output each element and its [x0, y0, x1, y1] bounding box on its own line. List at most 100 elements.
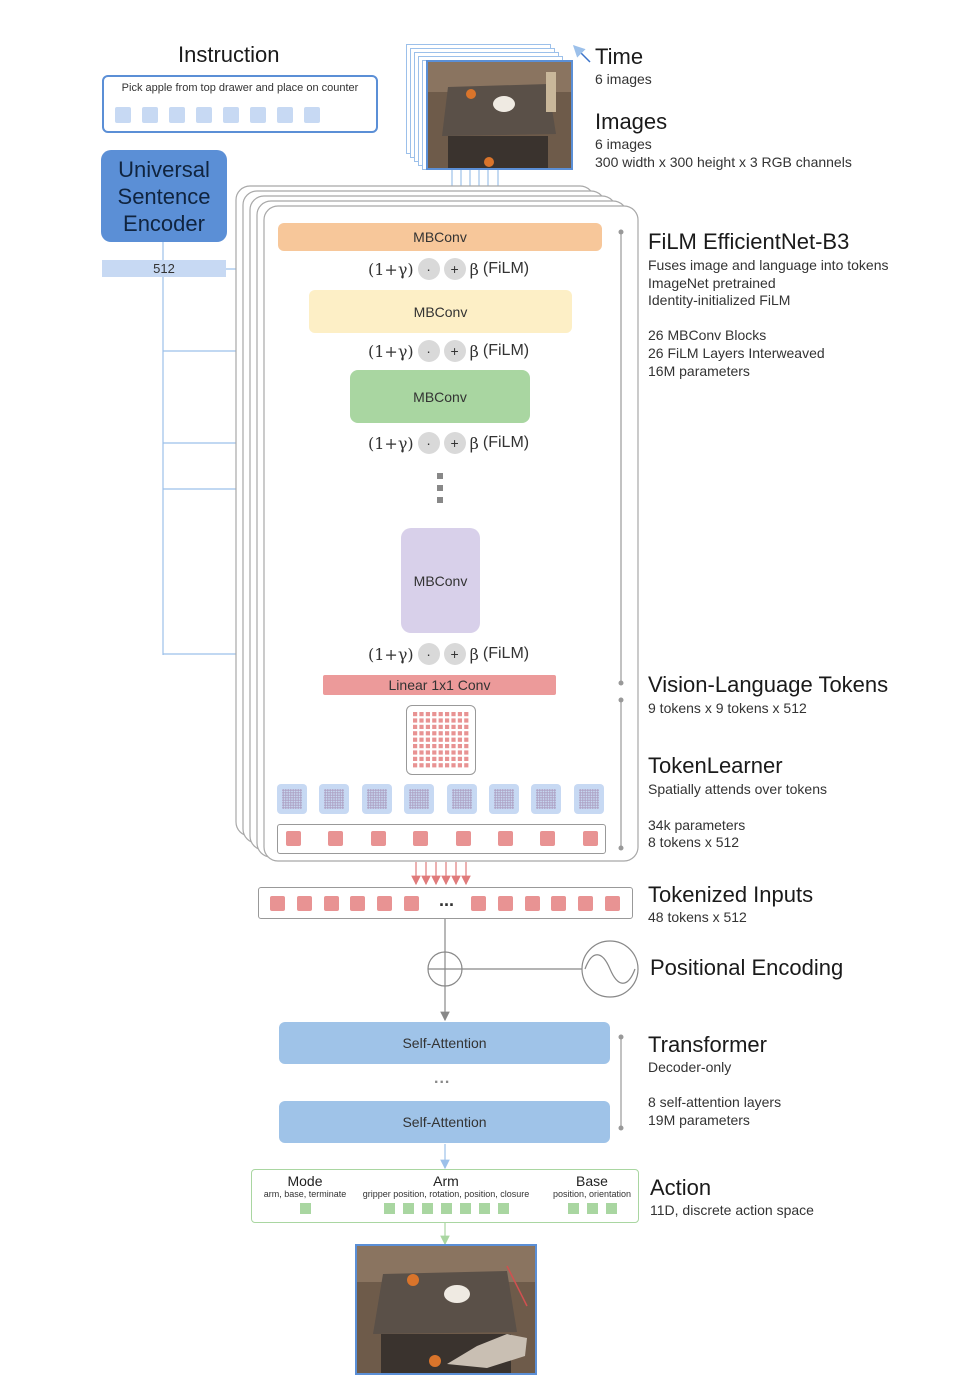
action-token	[497, 1203, 509, 1214]
film-suffix: (FiLM)	[482, 645, 530, 662]
multiply-icon: ·	[417, 432, 440, 454]
vl-token	[445, 712, 450, 717]
add-icon: +	[443, 643, 466, 665]
input-token	[551, 896, 567, 911]
action-group-name: Arm	[433, 1173, 459, 1189]
vl-token	[413, 763, 418, 768]
vl-token	[432, 731, 437, 736]
action-group-mode: Mode arm, base, terminate	[252, 1173, 358, 1214]
vl-token	[425, 756, 430, 761]
vl-token	[425, 718, 430, 723]
action-box: Mode arm, base, terminate Arm gripper po…	[251, 1169, 639, 1223]
vl-token	[445, 763, 450, 768]
vl-token	[451, 750, 456, 755]
input-token	[404, 896, 419, 911]
film-formula: (1+γ)	[368, 259, 414, 279]
tokenlearner-title: TokenLearner	[648, 753, 783, 778]
vl-token	[419, 763, 424, 768]
vl-token	[457, 718, 462, 723]
beta-symbol: β	[469, 433, 479, 453]
tokenized-inputs: ...	[258, 887, 633, 919]
layers-ellipsis: ...	[434, 1070, 451, 1087]
action-token	[567, 1203, 579, 1214]
vl-token	[464, 731, 469, 736]
vl-token	[438, 744, 443, 749]
input-token	[524, 896, 540, 911]
vl-token	[413, 750, 418, 755]
instruction-tokens	[115, 107, 320, 123]
film-stat: 16M parameters	[648, 363, 750, 379]
vl-token	[413, 712, 418, 717]
transformer-sub: Decoder-only	[648, 1059, 732, 1075]
action-group-name: Mode	[287, 1173, 323, 1189]
vl-token	[425, 712, 430, 717]
tokenized-sub: 48 tokens x 512	[648, 909, 747, 925]
beta-symbol: β	[469, 644, 479, 664]
attention-map	[573, 784, 604, 814]
add-icon: +	[443, 258, 466, 280]
transformer-title: Transformer	[648, 1032, 767, 1057]
time-title: Time	[595, 44, 644, 69]
vl-token	[419, 718, 424, 723]
tokenlearner-stat: 8 tokens x 512	[648, 834, 740, 850]
vl-token	[457, 756, 462, 761]
tokenized-title: Tokenized Inputs	[648, 882, 814, 907]
vl-token	[464, 724, 469, 729]
tokenlearner-stat: 34k parameters	[648, 817, 746, 833]
film-formula: (1+γ)	[368, 341, 414, 361]
token	[115, 107, 131, 123]
learned-token	[370, 831, 386, 846]
action-title: Action	[650, 1175, 712, 1200]
vl-token	[438, 737, 443, 742]
action-token	[421, 1203, 433, 1214]
vl-token	[464, 737, 469, 742]
film-stat: 26 MBConv Blocks	[648, 327, 767, 343]
vl-token	[438, 718, 443, 723]
vl-token	[445, 724, 450, 729]
action-token	[459, 1203, 471, 1214]
vl-token	[425, 763, 430, 768]
vl-token	[464, 712, 469, 717]
transformer-stat: 8 self-attention layers	[648, 1094, 782, 1110]
film-title: FiLM EfficientNet-B3	[648, 229, 850, 254]
token	[196, 107, 212, 123]
vl-token	[457, 737, 462, 742]
attention-map	[404, 784, 435, 814]
vl-token	[413, 731, 418, 736]
vl-token	[432, 750, 437, 755]
positional-encoding-title: Positional Encoding	[650, 955, 844, 980]
film-desc: ImageNet pretrained	[648, 275, 776, 291]
vl-token	[425, 750, 430, 755]
learned-token	[540, 831, 556, 846]
vl-token	[445, 737, 450, 742]
learned-token	[498, 831, 513, 846]
vl-token	[432, 712, 437, 717]
vl-token	[445, 744, 450, 749]
vl-token	[438, 712, 443, 717]
vl-token	[432, 763, 437, 768]
vl-token	[451, 718, 456, 723]
vl-token	[413, 756, 418, 761]
action-group-desc: position, orientation	[552, 1189, 632, 1199]
action-token	[586, 1203, 598, 1214]
action-token	[478, 1203, 490, 1214]
embedding-512: 512	[102, 260, 226, 277]
mbconv-block-1: MBConv	[278, 223, 602, 251]
mbconv-block-3: MBConv	[350, 370, 530, 423]
images-line: 300 width x 300 height x 3 RGB channels	[595, 154, 852, 170]
action-token	[440, 1203, 452, 1214]
token	[277, 107, 293, 123]
multiply-icon: ·	[417, 258, 440, 280]
vl-token	[425, 737, 430, 742]
vl-token	[451, 737, 456, 742]
vl-token	[425, 724, 430, 729]
vl-token	[419, 724, 424, 729]
attention-map	[489, 784, 519, 814]
vl-token	[464, 763, 469, 768]
instruction-text: Pick apple from top drawer and place on …	[121, 82, 359, 94]
robot-output-image	[355, 1244, 537, 1375]
film-desc: Identity-initialized FiLM	[648, 292, 791, 308]
token	[142, 107, 158, 123]
vl-token	[432, 756, 437, 761]
action-group-arm: Arm gripper position, rotation, position…	[358, 1173, 534, 1214]
